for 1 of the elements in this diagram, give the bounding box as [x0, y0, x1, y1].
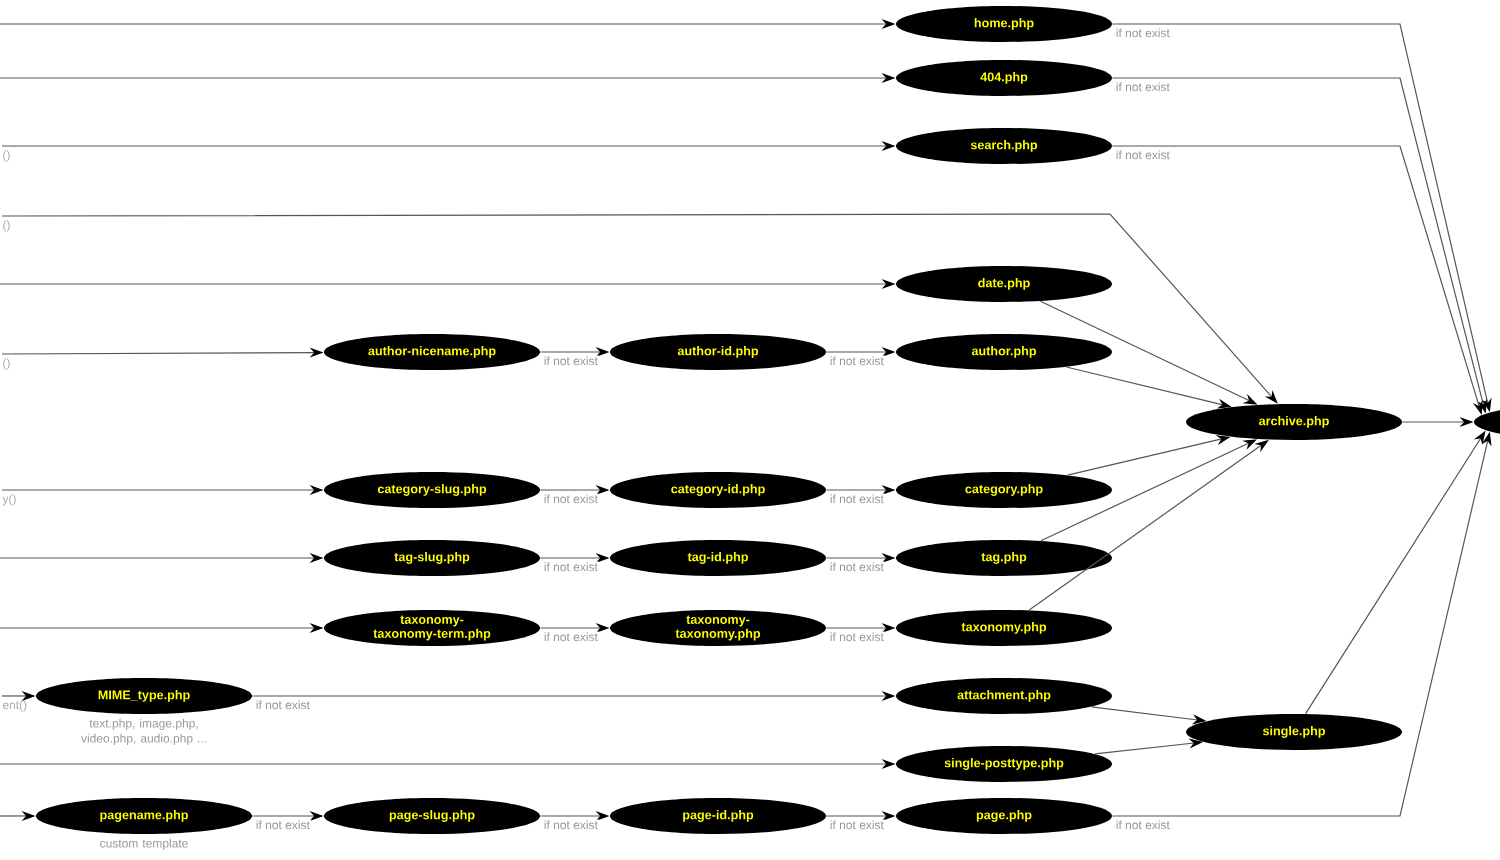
arrow — [1, 213, 1278, 404]
